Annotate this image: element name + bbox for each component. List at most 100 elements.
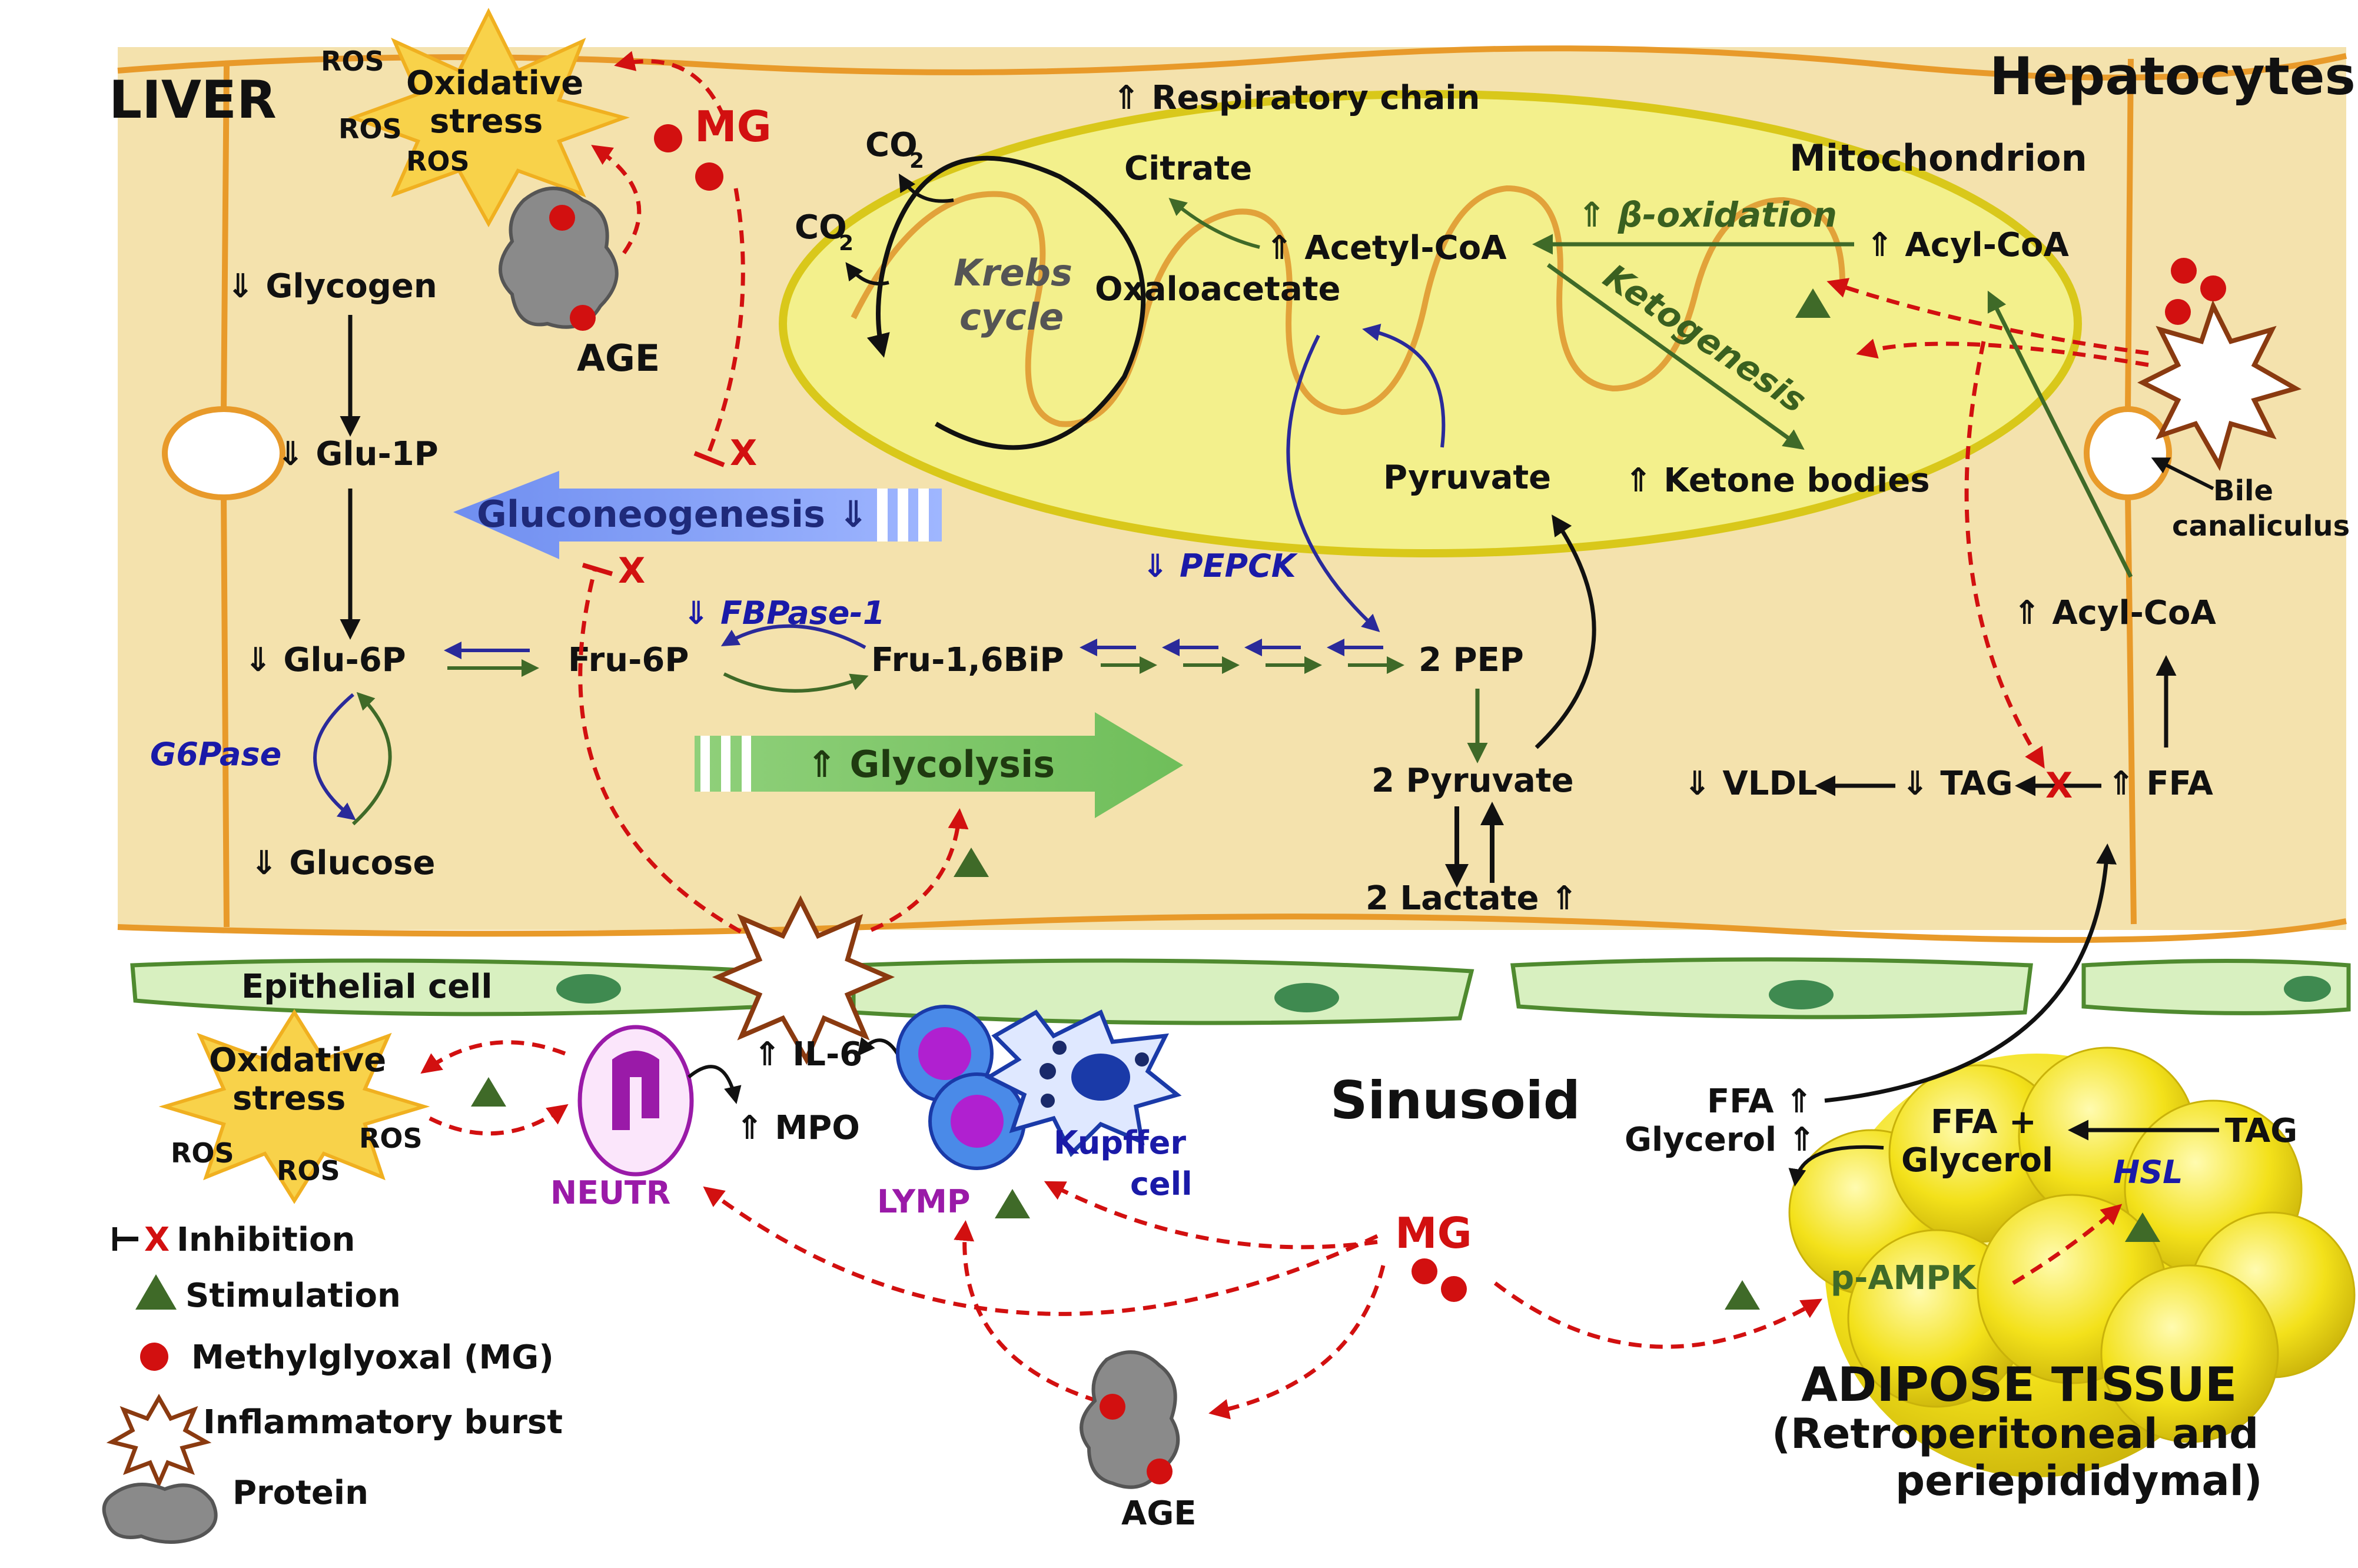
pyruvate-to-oxaloacetate	[1362, 324, 1446, 448]
legend-inhibition-x: X	[144, 1221, 170, 1259]
fru-6p: Fru-6P	[568, 641, 689, 679]
ffa-to-liver-ffa	[1824, 843, 2117, 1103]
adipose-tag: TAG	[2225, 1112, 2297, 1150]
ros-label-bottom-3: ROS	[359, 1122, 423, 1154]
inhibit-x-tag: X	[2045, 765, 2073, 806]
tag: ⇓ TAG	[1901, 765, 2013, 803]
epithelial-layer	[130, 957, 2351, 1025]
kupffer-label-1: Kupffer	[1054, 1124, 1186, 1161]
glu-6p: ⇓ Glu-6P	[244, 641, 406, 679]
il6-label: ⇑ IL-6	[753, 1035, 862, 1074]
co2-arrow-1	[898, 173, 954, 203]
ros-label-top-3: ROS	[406, 145, 470, 177]
ffa-out: FFA ⇑	[1707, 1082, 1813, 1121]
glu6p-to-glucose-blue	[313, 693, 356, 820]
hepatocytes-title: Hepatocytes	[1990, 46, 2356, 107]
legend: X Inhibition Stimulation Methylglyoxal (…	[102, 1221, 563, 1544]
acetylcoa-to-citrate	[1168, 198, 1260, 249]
krebs-label-1: Krebs	[954, 251, 1072, 294]
fru6p-to-fru16-green	[723, 672, 869, 693]
mitochondrion-title: Mitochondrion	[1789, 137, 2087, 180]
gluconeogenesis-label: Gluconeogenesis ⇓	[477, 493, 869, 536]
mg-dot-bottom-1	[1412, 1258, 1437, 1284]
age-label-top: AGE	[577, 337, 660, 380]
pyruvate2-to-pyruvate	[1535, 514, 1596, 749]
epithelial-label: Epithelial cell	[241, 968, 493, 1006]
mg-dot-right-3	[2165, 299, 2191, 325]
lymp-to-il6	[857, 1037, 902, 1061]
pampk-label: p-AMPK	[1831, 1259, 1977, 1297]
legend-burst: Inflammatory burst	[203, 1403, 563, 1441]
canaliculus-label: canaliculus	[2172, 510, 2350, 543]
legend-stimulation-icon	[135, 1274, 177, 1310]
oxidative-label-top: Oxidative	[406, 64, 583, 102]
glucose-to-glu6p-green	[351, 692, 392, 826]
stimulation-triangle-hsl	[2125, 1212, 2160, 1242]
glycogen: ⇓ Glycogen	[227, 267, 437, 305]
neutrophil-cell	[577, 1025, 694, 1177]
krebs-cycle-arrow	[866, 155, 1146, 450]
oxidative-stress-star-bottom	[158, 1009, 430, 1204]
pyruvate: Pyruvate	[1383, 459, 1551, 497]
mg-dot-top-2	[695, 162, 723, 191]
co2-label-2: CO	[795, 208, 847, 247]
stimulation-triangle-pampk	[1725, 1280, 1760, 1310]
co2-sub-1: 2	[909, 149, 924, 173]
adipose-tissue	[1788, 1047, 2356, 1477]
adipose-title: ADIPOSE TISSUE	[1801, 1357, 2237, 1412]
mg-dot-right-2	[2200, 275, 2226, 301]
adipose-sub-1: (Retroperitoneal and	[1772, 1410, 2259, 1458]
mg-label-top: MG	[695, 102, 772, 151]
legend-stimulation: Stimulation	[185, 1277, 401, 1315]
stimulation-triangle-lymp	[995, 1189, 1030, 1218]
bile-label: Bile	[2213, 474, 2273, 507]
mg-dot-right-1	[2171, 258, 2197, 284]
ffa-glycerol-to-out	[1788, 1145, 1884, 1187]
lymp-label: LYMP	[877, 1183, 970, 1220]
stimulation-triangle-mito	[1795, 288, 1831, 318]
legend-mg: Methylglyoxal (MG)	[191, 1338, 554, 1377]
adipose-sub-2: periepididymal)	[1895, 1457, 2263, 1505]
legend-burst-icon	[106, 1393, 212, 1489]
mg-dot-bottom-2	[1441, 1276, 1467, 1302]
ffa-plus: FFA +	[1931, 1103, 2037, 1141]
oxaloacetate: Oxaloacetate	[1095, 270, 1340, 308]
mg-to-age-red	[1208, 1265, 1386, 1420]
liver-title: LIVER	[109, 69, 277, 130]
co2-sub-2: 2	[839, 231, 853, 255]
fru-16bip: Fru-1,6BiP	[871, 641, 1064, 679]
protein-icon-bottom	[1080, 1350, 1180, 1489]
oxidative-label-bottom: Oxidative	[209, 1041, 386, 1079]
neutr-to-oxidative-red	[420, 1040, 566, 1074]
sinusoid-title: Sinusoid	[1330, 1070, 1580, 1131]
glu-1p: ⇓ Glu-1P	[277, 435, 439, 473]
mg-dot-top-1	[654, 124, 682, 152]
vldl: ⇓ VLDL	[1683, 765, 1818, 803]
stimulation-triangle-sinusoid	[471, 1077, 506, 1107]
glycolysis-label: ⇑ Glycolysis	[806, 743, 1055, 786]
mg-to-kupffer-red	[1044, 1181, 1378, 1250]
pyruvate-2: 2 Pyruvate	[1371, 762, 1574, 800]
acyl-coa-mito: ⇑ Acyl-CoA	[1866, 226, 2069, 264]
burst-to-glycolysis-red	[870, 808, 969, 932]
g6pase-label: G6Pase	[150, 736, 281, 773]
legend-protein: Protein	[233, 1474, 368, 1512]
mg-label-bottom: MG	[1395, 1208, 1472, 1258]
inhibit-x-mid: X	[618, 550, 645, 592]
beta-oxidation: ⇑ β-oxidation	[1577, 195, 1837, 235]
hsl-label: HSL	[2113, 1154, 2183, 1191]
protein-icon	[499, 187, 619, 331]
acyl-coa-cyto: ⇑ Acyl-CoA	[2013, 594, 2216, 632]
glycolysis-band	[695, 712, 1183, 818]
pep: 2 PEP	[1419, 641, 1524, 679]
inflammatory-burst-right	[2137, 300, 2302, 471]
fbpase-label: ⇓ FBPase-1	[683, 594, 885, 632]
mpo-label: ⇑ MPO	[736, 1109, 860, 1147]
mg-to-pampk-red	[1493, 1281, 1823, 1349]
glycolysis-steps	[1080, 639, 1404, 674]
kupffer-cell	[984, 1009, 1182, 1157]
pepck-label: ⇓ PEPCK	[1142, 547, 1298, 584]
acetylcoa-to-ketone	[1546, 263, 1805, 450]
oxaloacetate-to-pep-blue	[1286, 334, 1380, 633]
